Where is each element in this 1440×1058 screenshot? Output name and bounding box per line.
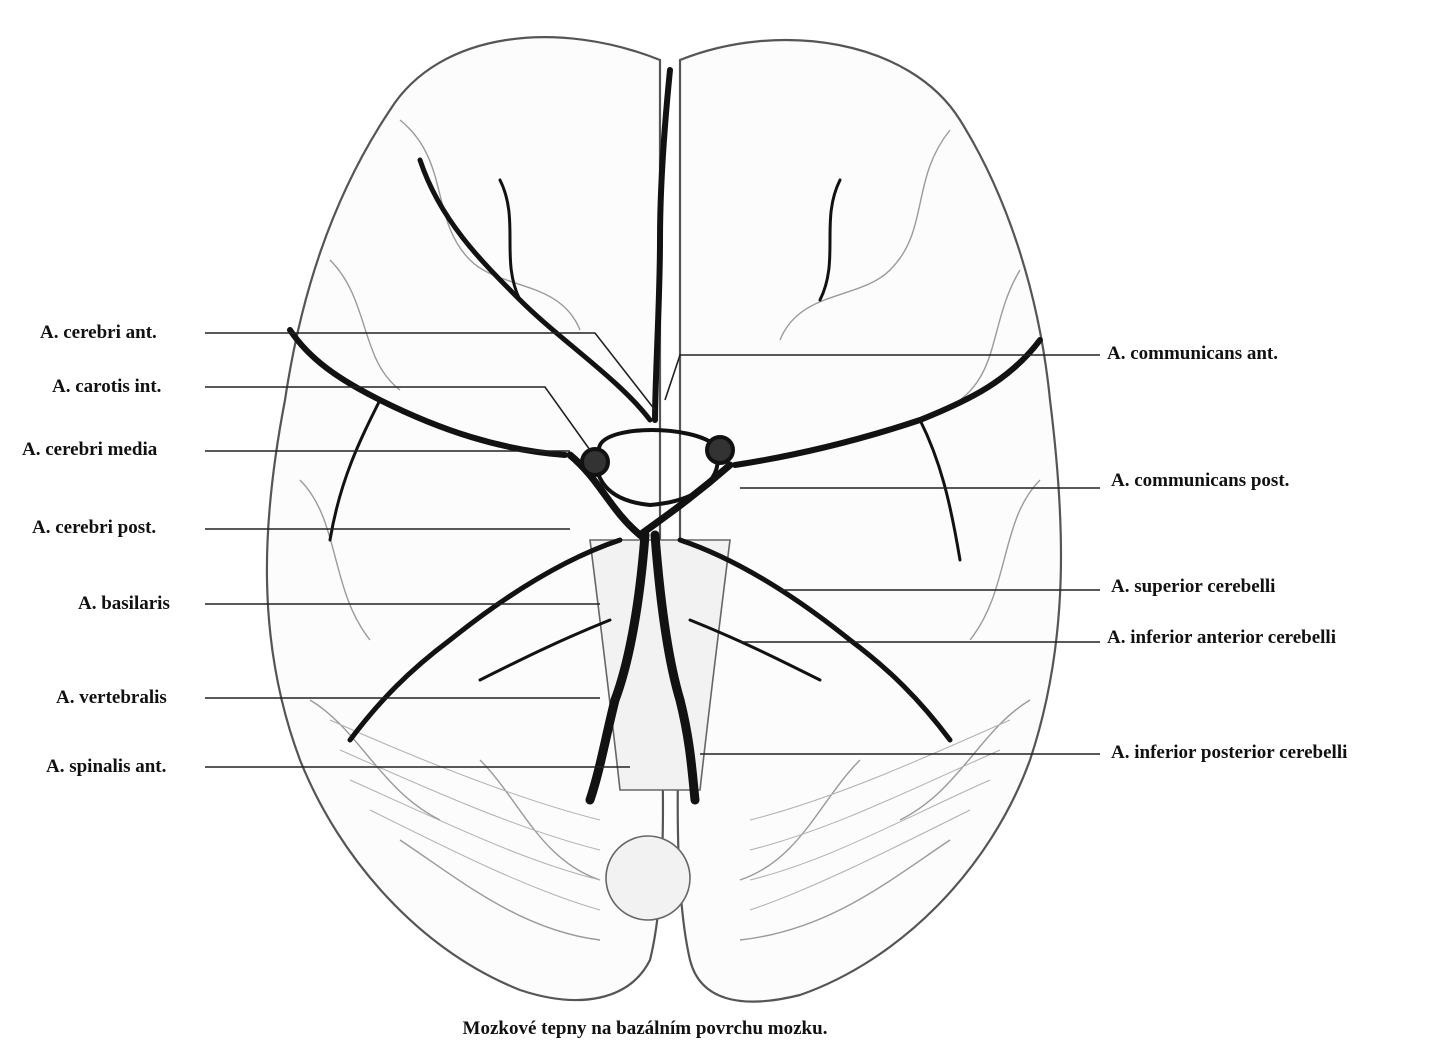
label-a-superior-cerebelli: A. superior cerebelli: [1111, 576, 1276, 597]
label-a-cerebri-post: A. cerebri post.: [32, 517, 157, 538]
label-a-carotis-int: A. carotis int.: [52, 376, 162, 397]
label-a-inferior-posterior-cerebelli: A. inferior posterior cerebelli: [1111, 742, 1348, 763]
figure-caption: Mozkové tepny na bazálním povrchu mozku.: [462, 1018, 828, 1039]
leader-line: [205, 386, 591, 451]
label-a-communicans-ant: A. communicans ant.: [1107, 343, 1279, 364]
arteries: [287, 67, 1043, 805]
label-a-communicans-post: A. communicans post.: [1111, 470, 1290, 491]
leader-line: [205, 332, 656, 411]
label-a-inferior-anterior-cerebelli: A. inferior anterior cerebelli: [1107, 627, 1336, 648]
label-a-spinalis-ant: A. spinalis ant.: [46, 756, 167, 777]
cerebellum-folia: [329, 719, 1011, 911]
brain-outline: [265, 36, 1063, 1003]
label-a-vertebralis: A. vertebralis: [56, 687, 167, 708]
label-a-basilaris: A. basilaris: [78, 593, 170, 614]
leader-lines: [205, 332, 1100, 768]
label-a-cerebri-ant: A. cerebri ant.: [40, 322, 157, 343]
label-a-cerebri-media: A. cerebri media: [22, 439, 158, 460]
brainstem: [589, 539, 731, 921]
circle-of-willis: [580, 428, 735, 508]
gyri: [299, 119, 1041, 941]
leader-line: [664, 354, 1100, 401]
